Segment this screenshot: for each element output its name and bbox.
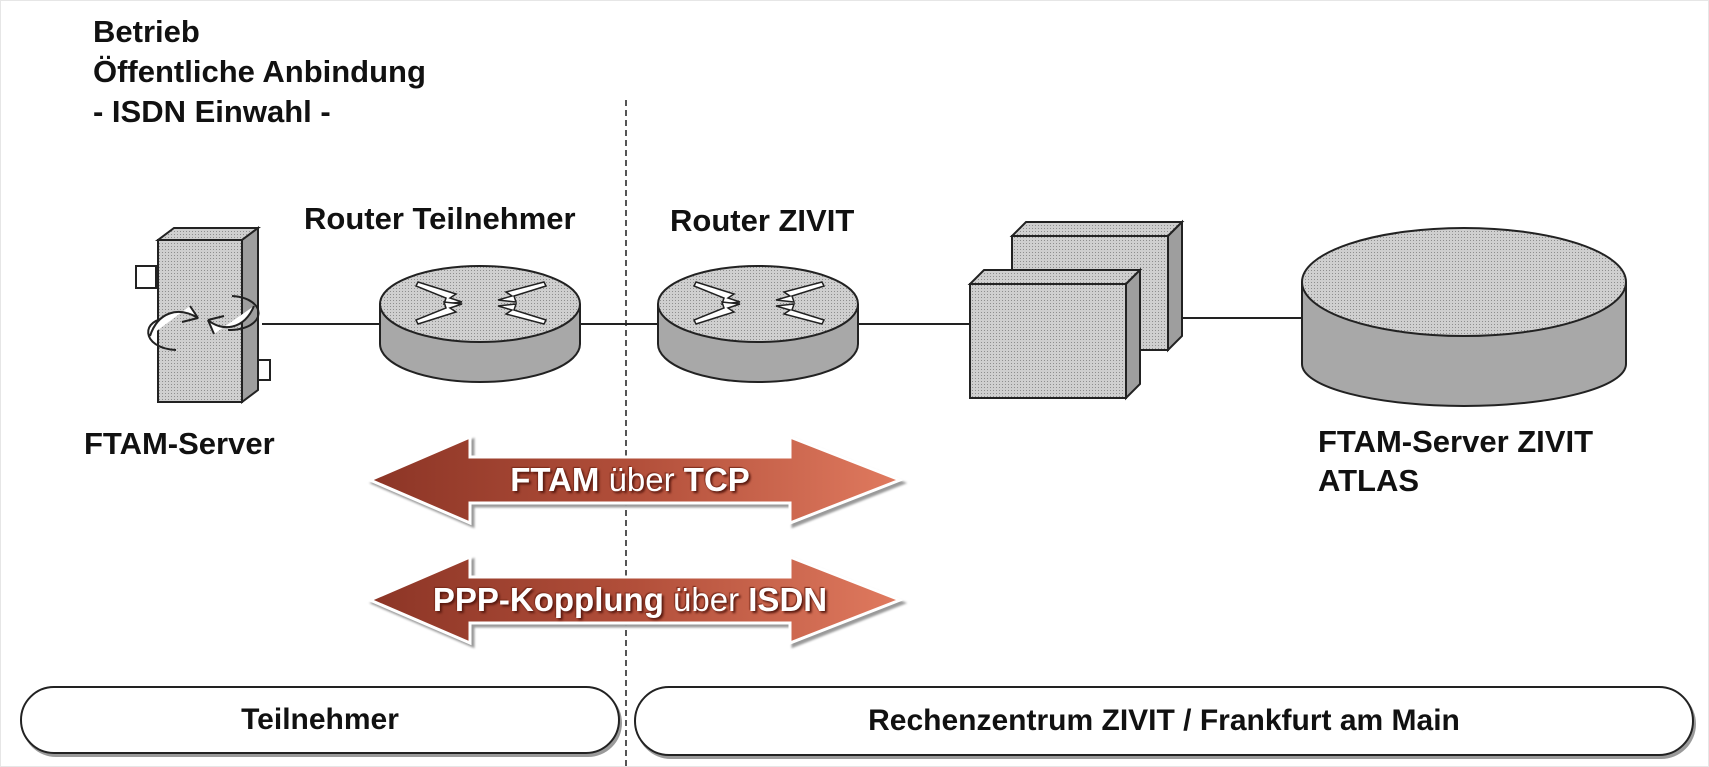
server-cluster-device xyxy=(967,219,1185,401)
ftam-protocol: FTAM xyxy=(510,461,600,498)
router-zivit-device xyxy=(657,265,859,383)
ftam-transport: TCP xyxy=(683,461,750,498)
ppp-arrow-text: PPP-Kopplung über ISDN xyxy=(400,580,860,620)
ppp-protocol: PPP-Kopplung xyxy=(432,581,664,618)
ftam-arrow-text: FTAM über TCP xyxy=(470,460,790,500)
ppp-arrow xyxy=(366,554,905,646)
ftam-server-label: FTAM-Server xyxy=(84,426,275,461)
zone-rechenzentrum: Rechenzentrum ZIVIT / Frankfurt am Main xyxy=(634,686,1694,756)
ppp-transport: ISDN xyxy=(748,581,828,618)
ftam-server-zivit-label: FTAM-Server ZIVIT xyxy=(1318,424,1594,459)
ftam-arrow xyxy=(366,434,905,526)
title-line-3: - ISDN Einwahl - xyxy=(93,94,331,129)
ftam-server-device xyxy=(135,226,271,404)
router-zivit-label: Router ZIVIT xyxy=(670,203,855,238)
router-teilnehmer-label: Router Teilnehmer xyxy=(304,201,576,236)
router-teilnehmer-device xyxy=(379,265,581,383)
ppp-connector: über xyxy=(673,581,740,618)
ftam-server-zivit-device xyxy=(1301,227,1627,407)
title-line-2: Öffentliche Anbindung xyxy=(93,54,426,89)
network-links xyxy=(262,317,1302,325)
title-line-1: Betrieb xyxy=(93,14,200,49)
ftam-connector: über xyxy=(608,461,675,498)
zone-teilnehmer: Teilnehmer xyxy=(20,686,620,754)
ftam-server-zivit-sublabel: ATLAS xyxy=(1318,463,1420,498)
